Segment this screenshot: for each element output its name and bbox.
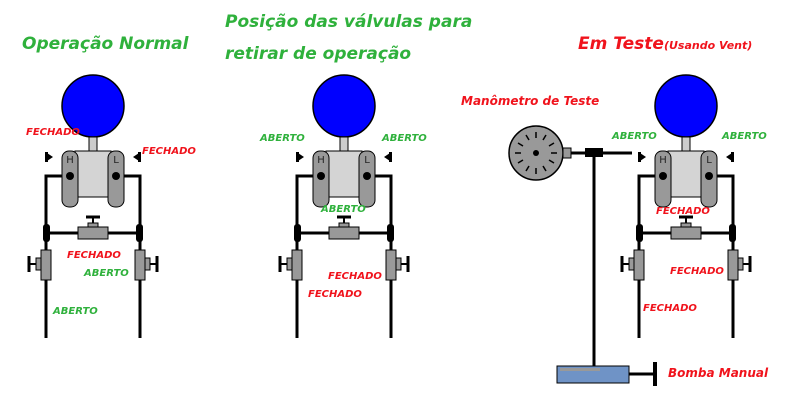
- panel2-title-line2: retirar de operação: [225, 44, 412, 64]
- panel1-block-h-status: ABERTO: [53, 306, 98, 317]
- panel3-title-suffix: (Usando Vent): [663, 39, 753, 52]
- panel2-equalizing-status: ABERTO: [321, 204, 366, 215]
- panel3-title-main: Em Teste: [578, 34, 664, 54]
- panel3-equalizing-status: FECHADO: [656, 206, 710, 217]
- pump-label: Bomba Manual: [668, 366, 769, 380]
- test-gauge-icon: [508, 125, 572, 181]
- panel2-block-l-status: FECHADO: [328, 271, 382, 282]
- panel3-block-l-status: FECHADO: [670, 266, 724, 277]
- panel1-vent-l-status: FECHADO: [142, 146, 196, 157]
- gauge-label: Manômetro de Teste: [461, 94, 600, 108]
- panel1-equalizing-status: FECHADO: [67, 250, 121, 261]
- panel3-vent-l-status: ABERTO: [722, 131, 767, 142]
- panel1-vent-h-status: FECHADO: [26, 127, 80, 138]
- panel1-block-l-status: ABERTO: [84, 268, 129, 279]
- hand-pump-icon: [556, 362, 657, 386]
- panel2-vent-l-status: ABERTO: [382, 133, 427, 144]
- panel2-title-line1: Posição das válvulas para: [225, 12, 473, 32]
- panel1-title: Operação Normal: [22, 34, 189, 54]
- panel3-vent-h-status: ABERTO: [612, 131, 657, 142]
- panel3-block-h-status: FECHADO: [643, 303, 697, 314]
- panel2-vent-h-status: ABERTO: [260, 133, 305, 144]
- panel1-transmitter: [27, 74, 159, 340]
- panel2-block-h-status: FECHADO: [308, 289, 362, 300]
- panel3-title: Em Teste(Usando Vent): [578, 34, 752, 54]
